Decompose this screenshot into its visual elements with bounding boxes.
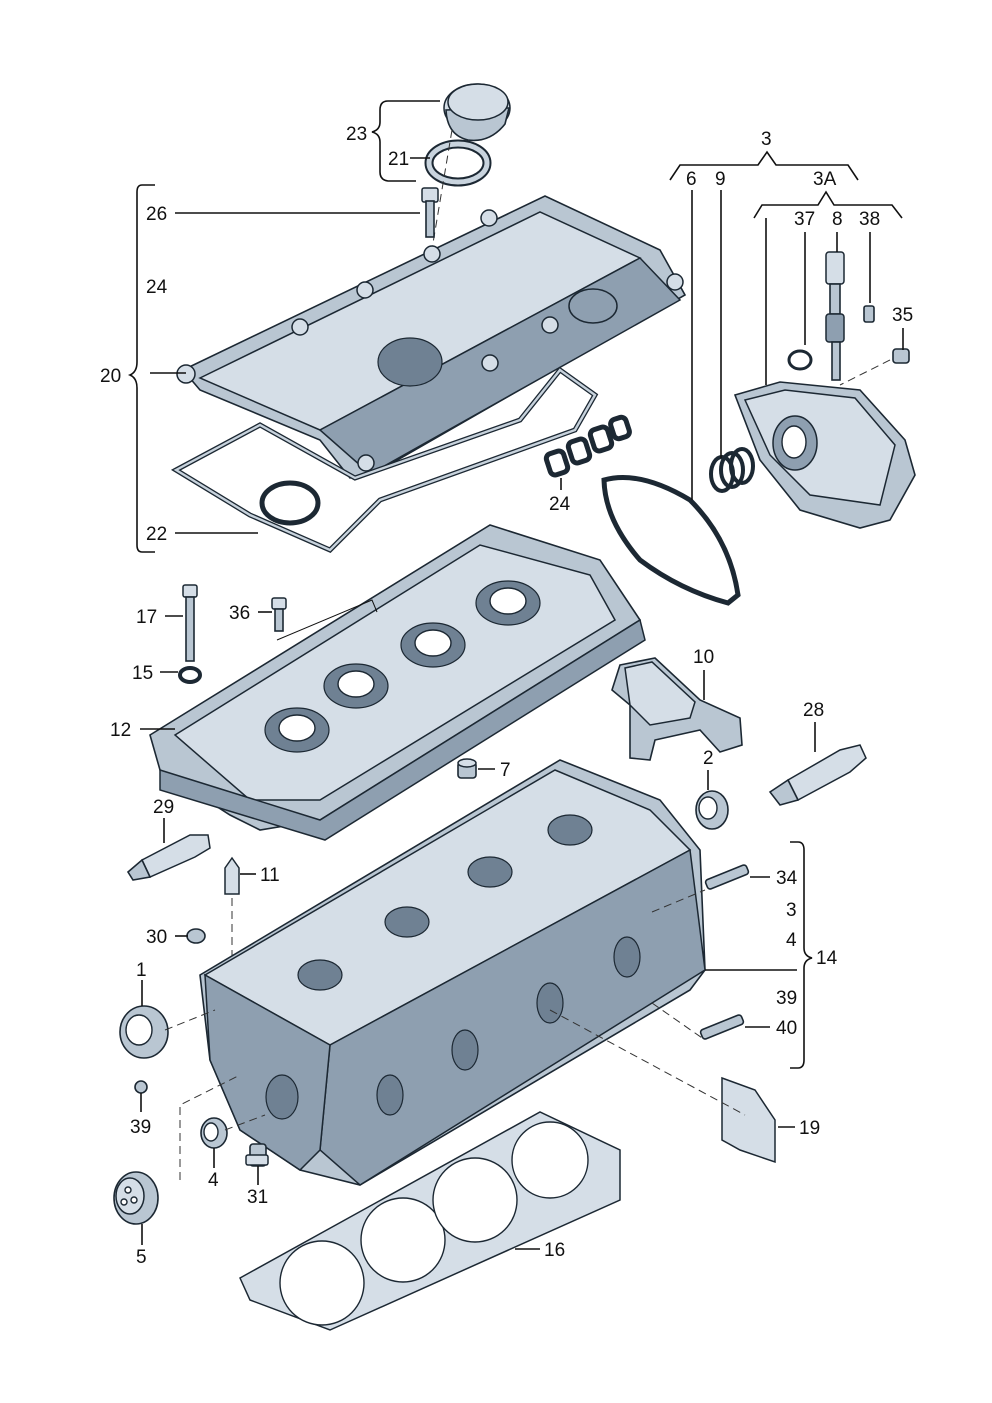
- callout-23: 23: [346, 124, 367, 145]
- leader-lines: [127, 100, 904, 1250]
- callout-14: 14: [816, 948, 838, 969]
- cover-gasket-icon: [170, 366, 599, 553]
- cylinder-head-gasket-icon: [239, 1111, 621, 1331]
- callout-12: 12: [110, 720, 131, 741]
- cylinder-head-cover-icon: [176, 195, 687, 479]
- callout-2: 2: [703, 748, 714, 769]
- ball-icon: [134, 1080, 148, 1094]
- cover-plate-icon: [721, 1076, 776, 1164]
- bolt-icon: [421, 187, 439, 238]
- small-bolt-icon: [863, 305, 875, 323]
- sealing-rings-icon: [709, 447, 755, 493]
- sensor-icon: [825, 251, 845, 381]
- dowel-pin-icon: [224, 856, 240, 895]
- sprocket-icon: [113, 1171, 159, 1225]
- housing-gasket-icon: [601, 475, 741, 606]
- callout-10: 10: [693, 647, 714, 668]
- callout-5: 5: [136, 1247, 147, 1268]
- callout-6: 6: [686, 169, 697, 190]
- o-ring-icon: [787, 349, 813, 371]
- callout-40: 40: [776, 1018, 797, 1039]
- callout-3A: 3A: [813, 169, 837, 190]
- callout-7: 7: [500, 760, 511, 781]
- oil-filler-cap-icon: [443, 83, 511, 142]
- callout-labels: 23 21 26 24 20 22 24 3 6 9 3A 37 8 38 35…: [100, 124, 913, 1268]
- callout-1: 1: [136, 960, 147, 981]
- cap-nut-icon: [457, 758, 477, 779]
- stud-bolt-icon: [704, 864, 750, 890]
- screw-plug-icon: [245, 1143, 269, 1167]
- long-bolt-icon: [182, 584, 198, 662]
- sealant-tube-icon: [768, 744, 867, 806]
- callout-3-right: 3: [786, 900, 797, 921]
- callout-16: 16: [544, 1240, 565, 1261]
- screw-icon: [892, 348, 910, 364]
- camshaft-adjuster-housing-icon: [733, 381, 916, 529]
- callout-39-left: 39: [130, 1117, 151, 1138]
- camshaft-carrier-icon: [149, 524, 646, 841]
- callout-21: 21: [388, 149, 409, 170]
- callout-30: 30: [146, 927, 167, 948]
- callout-3-top: 3: [761, 129, 772, 150]
- callout-4-right: 4: [786, 930, 797, 951]
- callout-29: 29: [153, 797, 174, 818]
- short-bolt-icon: [271, 597, 287, 632]
- callout-28: 28: [803, 700, 824, 721]
- callout-8: 8: [832, 209, 843, 230]
- seal-icon: [695, 790, 729, 830]
- plug-icon: [186, 928, 206, 944]
- callout-36: 36: [229, 603, 250, 624]
- callout-19: 19: [799, 1118, 820, 1139]
- callout-11: 11: [260, 865, 280, 886]
- callout-24-upper: 24: [146, 277, 168, 298]
- seal-small-icon: [200, 1117, 228, 1149]
- seal-ring-icon: [424, 139, 492, 187]
- shaft-seal-icon: [119, 1005, 169, 1059]
- bracket-icon: [611, 657, 743, 761]
- callout-17: 17: [136, 607, 157, 628]
- callout-26: 26: [146, 204, 167, 225]
- callout-9: 9: [715, 169, 726, 190]
- callout-35: 35: [892, 305, 913, 326]
- sealant-tube-icon-2: [126, 834, 211, 881]
- callout-4-left: 4: [208, 1170, 219, 1191]
- cylinder-head-icon: [199, 759, 706, 1186]
- washer-icon: [178, 666, 202, 684]
- small-gaskets-icon: [543, 414, 632, 478]
- stud-bolt-icon-2: [699, 1014, 745, 1040]
- callout-38: 38: [859, 209, 880, 230]
- callout-37: 37: [794, 209, 815, 230]
- callout-22: 22: [146, 524, 167, 545]
- callout-24-lower: 24: [549, 494, 571, 515]
- callout-39-right: 39: [776, 988, 797, 1009]
- callout-20: 20: [100, 366, 121, 387]
- callout-15: 15: [132, 663, 153, 684]
- callout-34: 34: [776, 868, 798, 889]
- callout-31: 31: [247, 1187, 268, 1208]
